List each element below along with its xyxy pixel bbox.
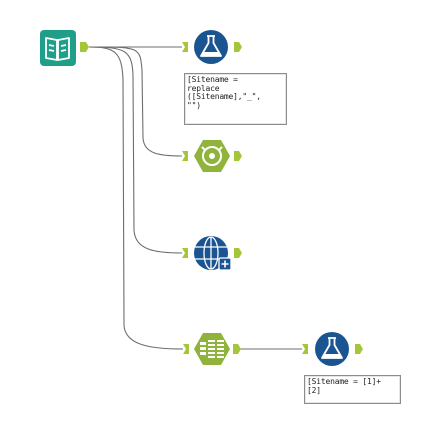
connector-input-to-unique[interactable] — [88, 46, 183, 157]
cross-tab-tool[interactable] — [182, 236, 242, 271]
connector-input-to-cross-tab[interactable] — [88, 46, 183, 254]
flask-icon — [200, 35, 222, 57]
hexagon-unique-icon — [201, 146, 223, 166]
output-anchor[interactable] — [234, 248, 242, 258]
output-anchor[interactable] — [234, 151, 242, 161]
input-data-tool[interactable] — [40, 30, 89, 66]
formula-tool-2[interactable] — [302, 332, 363, 366]
output-anchor[interactable] — [234, 42, 242, 52]
flask-icon — [321, 337, 343, 359]
input-anchor[interactable] — [182, 248, 188, 258]
formula-1-annotation: [Sitename = replace ([Sitename],"_", "") — [184, 73, 287, 125]
output-anchor[interactable] — [355, 344, 363, 354]
connector-input-to-text-to-columns[interactable] — [88, 46, 184, 350]
input-anchor[interactable] — [182, 151, 188, 161]
unique-tool[interactable] — [182, 140, 242, 172]
formula-2-annotation: [Sitename = [1]+ [2] — [304, 375, 401, 404]
plus-icon — [221, 260, 229, 268]
input-anchor[interactable] — [302, 344, 308, 354]
formula-tool-1[interactable] — [182, 30, 242, 64]
input-anchor[interactable] — [182, 42, 188, 52]
output-anchor[interactable] — [80, 42, 89, 52]
connectors — [88, 46, 302, 350]
table-split-icon — [200, 340, 224, 358]
input-anchor[interactable] — [183, 344, 189, 354]
text-to-columns-tool[interactable] — [183, 333, 241, 365]
open-book-icon — [45, 37, 70, 61]
output-anchor[interactable] — [233, 344, 241, 354]
